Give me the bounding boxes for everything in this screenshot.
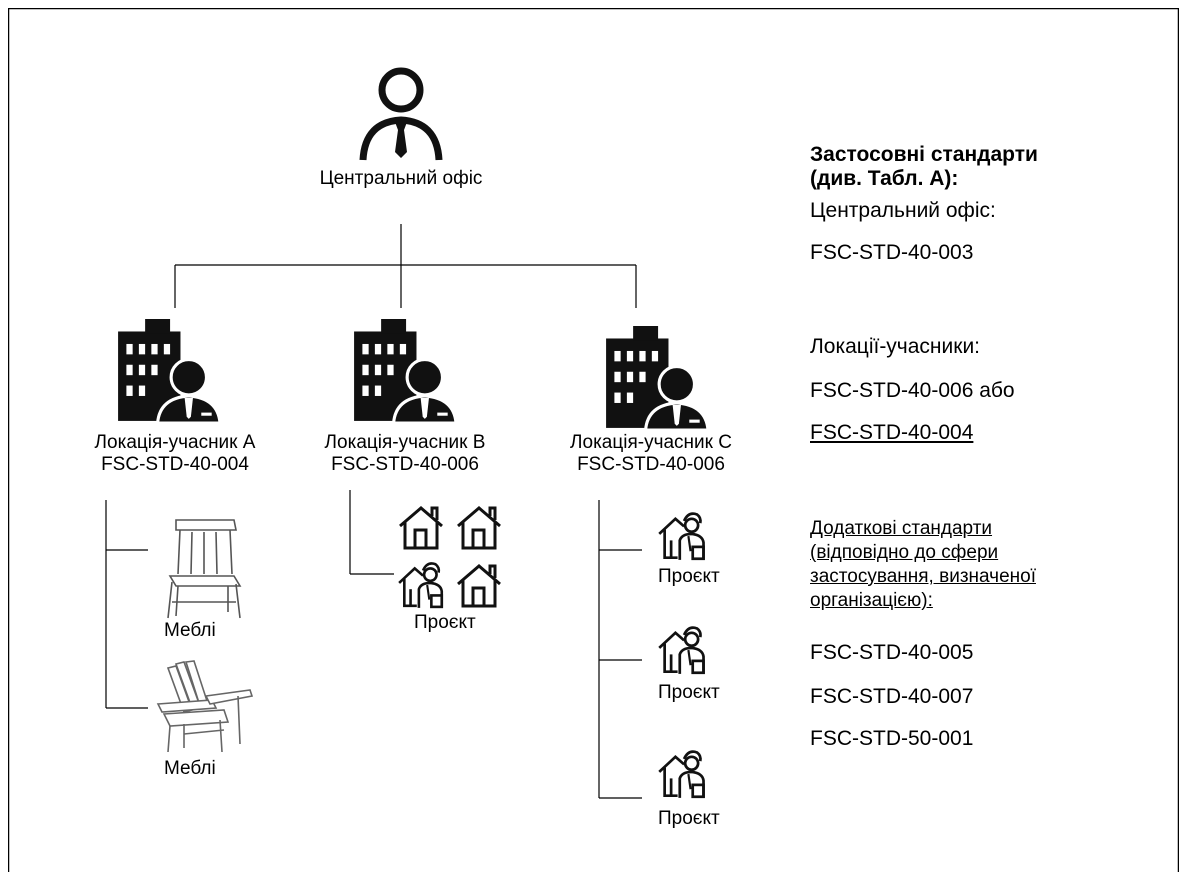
site-a-item-1-label: Меблі bbox=[164, 620, 216, 641]
legend-additional-line4: організацією): bbox=[810, 590, 933, 611]
site-a-standard: FSC-STD-40-004 bbox=[101, 454, 249, 475]
house-builder-icon bbox=[656, 508, 710, 562]
head-office-label: Центральний офіс bbox=[319, 168, 483, 189]
house-icon bbox=[454, 560, 504, 610]
diagram-frame: Центральний офіс Локація-учасник А FSC-S… bbox=[8, 8, 1179, 872]
house-builder-icon bbox=[656, 746, 710, 800]
legend-additional-standard-1: FSC-STD-40-005 bbox=[810, 641, 974, 664]
legend-additional-standard-3: FSC-STD-50-001 bbox=[810, 727, 974, 750]
site-b-title: Локація-учасник В FSC-STD-40-006 bbox=[290, 432, 520, 476]
site-c-standard: FSC-STD-40-006 bbox=[577, 454, 725, 475]
house-icon bbox=[454, 502, 504, 552]
office-building-person-icon bbox=[604, 326, 708, 430]
legend-head-office-label: Центральний офіс: bbox=[810, 199, 996, 222]
frame-border bbox=[8, 8, 1179, 872]
office-building-person-icon bbox=[116, 319, 220, 423]
connector-layer bbox=[8, 8, 1179, 872]
site-c-title: Локація-учасник С FSC-STD-40-006 bbox=[536, 432, 766, 476]
legend-additional-standard-2: FSC-STD-40-007 bbox=[810, 685, 974, 708]
person-tie-icon bbox=[359, 67, 443, 161]
site-b-standard: FSC-STD-40-006 bbox=[331, 454, 479, 475]
site-b-item-1-label: Проєкт bbox=[414, 612, 476, 633]
site-a-name: Локація-учасник А bbox=[94, 432, 256, 453]
house-builder-icon bbox=[656, 622, 710, 676]
legend-additional-line1: Додаткові стандарти bbox=[810, 518, 993, 539]
site-a-title: Локація-учасник А FSC-STD-40-004 bbox=[60, 432, 290, 476]
legend-participants-standard-2: FSC-STD-40-004 bbox=[810, 421, 974, 444]
site-c-item-2-label: Проєкт bbox=[658, 682, 720, 703]
legend-title-line1: Застосовні стандарти bbox=[810, 143, 1038, 166]
wooden-chair-icon bbox=[167, 519, 242, 619]
house-builder-icon bbox=[396, 558, 448, 610]
site-c-item-1-label: Проєкт bbox=[658, 566, 720, 587]
site-b-name: Локація-учасник В bbox=[324, 432, 486, 453]
site-a-item-2-label: Меблі bbox=[164, 758, 216, 779]
house-icon bbox=[396, 502, 446, 552]
adirondack-chair-icon bbox=[156, 660, 254, 753]
legend-title-line2: (див. Табл. А): bbox=[810, 167, 959, 190]
legend-participants-standard-1: FSC-STD-40-006 або bbox=[810, 379, 1015, 402]
legend-additional-line2: (відповідно до сфери bbox=[810, 542, 999, 563]
office-building-person-icon bbox=[352, 319, 456, 423]
legend-participants-label: Локації-учасники: bbox=[810, 335, 981, 358]
site-c-item-3-label: Проєкт bbox=[658, 808, 720, 829]
legend-head-office-standard: FSC-STD-40-003 bbox=[810, 241, 974, 264]
legend-additional-line3: застосування, визначеної bbox=[810, 566, 1036, 587]
site-c-name: Локація-учасник С bbox=[570, 432, 732, 453]
